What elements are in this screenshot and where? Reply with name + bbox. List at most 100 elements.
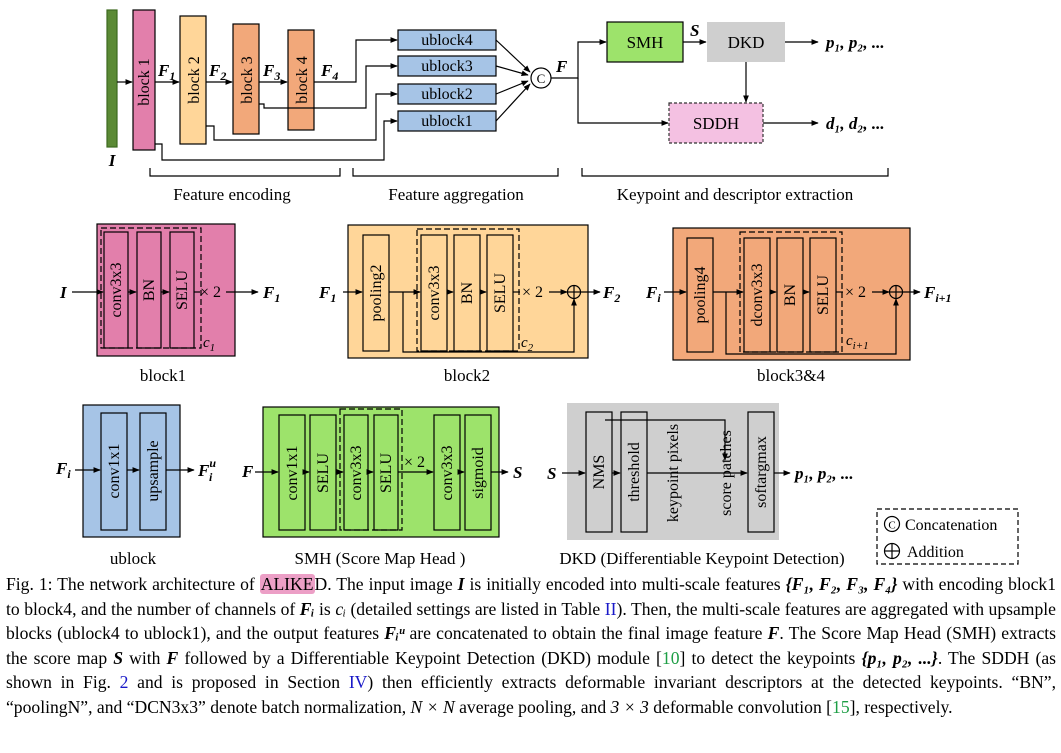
svg-text:NMS: NMS: [591, 455, 608, 490]
svg-text:Addition: Addition: [907, 544, 964, 561]
ublock-caption: ublock: [110, 549, 157, 568]
descriptors-output: d₁, d₂, ...: [826, 114, 885, 133]
svg-text:SELU: SELU: [378, 453, 395, 493]
svg-text:conv1x1: conv1x1: [106, 443, 123, 498]
svg-text:Fi: Fi: [645, 283, 661, 305]
svg-text:SELU: SELU: [315, 453, 332, 493]
block2-caption: block2: [444, 366, 490, 385]
group-feature-encoding: Feature encoding: [173, 185, 291, 204]
concat-legend-icon: [883, 515, 901, 533]
citation-10-link[interactable]: 10: [661, 647, 680, 668]
feature-f1: F1: [157, 61, 175, 83]
svg-text:conv3x3: conv3x3: [426, 265, 443, 320]
concat-output-label: F: [555, 57, 568, 76]
block1-caption: block1: [140, 366, 186, 385]
feature-f2: F2: [208, 61, 226, 83]
dkd-box: [707, 22, 785, 62]
group-keypoint-descriptor: Keypoint and descriptor extraction: [617, 185, 854, 204]
dkd-label: DKD: [728, 33, 765, 52]
feature-f4: F4: [320, 61, 338, 83]
svg-text:F2: F2: [602, 283, 620, 305]
block4-box: [287, 29, 315, 131]
svg-text:score patches: score patches: [718, 430, 735, 516]
block1-box: [132, 9, 156, 151]
legend: C Concatenation Addition: [876, 508, 1019, 565]
architecture-diagram: I block 1 block 2 block 3 block 4 F1 F2 …: [55, 9, 1019, 568]
smh-caption: SMH (Score Map Head ): [295, 549, 466, 568]
svg-text:conv3x3: conv3x3: [348, 445, 365, 500]
svg-text:Concatenation: Concatenation: [905, 517, 997, 534]
svg-text:× 2: × 2: [200, 284, 221, 301]
block34-detail: [664, 227, 921, 361]
svg-text:sigmoid: sigmoid: [470, 447, 487, 499]
svg-text:c2: c2: [521, 335, 534, 354]
block3-label: block 3: [239, 56, 256, 104]
smh-label: SMH: [627, 33, 664, 52]
svg-text:Fui: Fui: [197, 456, 216, 484]
smh-detail-labels: F conv1x1 SELU conv3x3 SELU conv3x3 sigm…: [241, 445, 522, 568]
svg-text:I: I: [59, 283, 68, 302]
concat-symbol-label: C: [537, 71, 546, 86]
ublock4-label: ublock4: [421, 32, 473, 49]
svg-text:SELU: SELU: [815, 275, 832, 315]
figure-caption: Fig. 1: The network architecture of ALIK…: [6, 574, 1057, 717]
svg-text:× 2: × 2: [522, 284, 543, 301]
svg-text:Fi+1: Fi+1: [923, 283, 952, 305]
block4-label: block 4: [294, 56, 311, 104]
svg-text:conv3x3: conv3x3: [439, 445, 456, 500]
svg-text:c1: c1: [203, 335, 215, 354]
svg-text:× 2: × 2: [845, 284, 866, 301]
ublock-detail: [75, 404, 195, 538]
svg-text:p₁, p₂, ...: p₁, p₂, ...: [793, 464, 854, 483]
svg-text:threshold: threshold: [626, 442, 643, 502]
citation-15-link[interactable]: 15: [832, 696, 850, 717]
svg-text:keypoint pixels: keypoint pixels: [665, 424, 682, 522]
svg-text:S: S: [513, 463, 522, 482]
block1-detail-labels: I conv3x3 BN SELU × 2 F1 c1 block1: [59, 262, 280, 385]
svg-text:softargmax: softargmax: [753, 436, 770, 508]
block1-detail: [72, 223, 259, 357]
block2-detail: [343, 224, 601, 359]
table-ref-link[interactable]: II: [604, 598, 617, 619]
score-map-label: S: [690, 21, 699, 40]
smh-box: [606, 21, 684, 63]
alike-highlight: ALIKE: [259, 574, 315, 594]
ublock2-label: ublock2: [421, 86, 473, 103]
block34-caption: block3&4: [757, 366, 825, 385]
sddh-label: SDDH: [693, 114, 739, 133]
svg-text:conv3x3: conv3x3: [108, 262, 125, 317]
block1-label: block 1: [136, 58, 153, 106]
input-image-bar: [106, 9, 118, 148]
svg-text:ci+1: ci+1: [846, 333, 869, 352]
section-ref-link[interactable]: IV: [348, 672, 368, 693]
svg-text:BN: BN: [459, 281, 476, 304]
input-label: I: [108, 151, 117, 170]
svg-text:SELU: SELU: [492, 273, 509, 313]
ublock1-label: ublock1: [421, 113, 473, 130]
svg-text:conv1x1: conv1x1: [284, 445, 301, 500]
sddh-box: [668, 102, 764, 144]
svg-text:Fi: Fi: [55, 459, 71, 481]
group-feature-aggregation: Feature aggregation: [388, 185, 524, 204]
svg-text:BN: BN: [782, 283, 799, 306]
svg-text:SELU: SELU: [174, 270, 191, 310]
dkd-caption: DKD (Differentiable Keypoint Detection): [559, 549, 844, 568]
dkd-detail: [562, 403, 791, 540]
block2-box: [179, 15, 207, 145]
svg-text:pooling4: pooling4: [692, 267, 709, 324]
top-labels: I block 1 block 2 block 3 block 4 F1 F2 …: [108, 21, 885, 204]
svg-text:pooling2: pooling2: [368, 265, 385, 322]
svg-text:dconv3x3: dconv3x3: [749, 263, 766, 326]
keypoints-output: p₁, p₂, ...: [824, 33, 885, 52]
block2-label: block 2: [186, 56, 203, 104]
dkd-detail-labels: S NMS threshold keypoint pixels score pa…: [547, 424, 854, 568]
block2-detail-labels: F1 pooling2 conv3x3 BN SELU × 2 F2 c2 bl…: [318, 265, 620, 385]
block34-detail-labels: Fi pooling4 dconv3x3 BN SELU × 2 Fi+1 ci…: [645, 263, 952, 385]
figure-ref-link[interactable]: 2: [119, 672, 129, 693]
svg-text:upsample: upsample: [145, 440, 162, 501]
svg-text:F: F: [241, 462, 254, 481]
svg-text:× 2: × 2: [404, 454, 425, 471]
block3-box: [232, 23, 260, 135]
svg-text:F1: F1: [318, 283, 336, 305]
